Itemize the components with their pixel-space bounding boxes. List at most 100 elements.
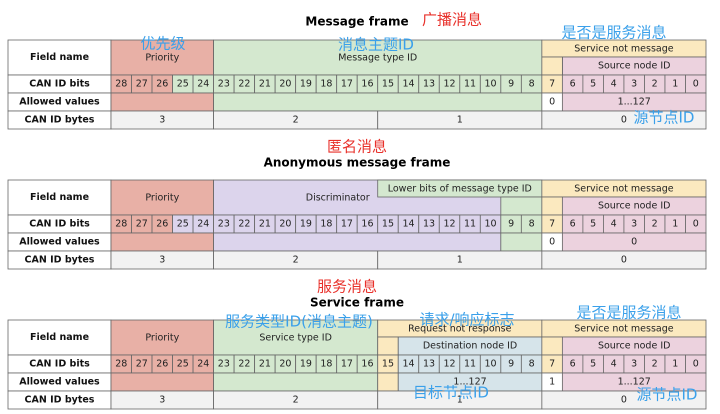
field-priority-label: Priority	[145, 333, 179, 344]
byte-label: 3	[159, 255, 165, 266]
field-service-flag-label: Service not message	[574, 324, 674, 335]
row-label-cell	[7, 319, 112, 356]
byte-label: 2	[293, 255, 299, 266]
byte-label: 3	[159, 115, 165, 126]
bit-label: 26	[156, 359, 168, 370]
bit-label: 16	[361, 219, 373, 230]
bit-label: 12	[443, 359, 455, 370]
bit-label: 1	[672, 359, 678, 370]
bit-label: 27	[136, 219, 148, 230]
bit-label: 2	[652, 79, 658, 90]
bit-label: 1	[672, 79, 678, 90]
bit-label: 19	[300, 219, 312, 230]
bit-label: 12	[443, 219, 455, 230]
bit-label: 5	[590, 219, 596, 230]
bit-label: 8	[529, 79, 535, 90]
bit-label: 26	[156, 79, 168, 90]
bit-label: 11	[464, 359, 476, 370]
bit-label: 8	[529, 359, 535, 370]
bit-label: 17	[341, 359, 353, 370]
bit-label: 27	[136, 79, 148, 90]
annotation-source-id: 源节点ID	[637, 386, 698, 404]
row-label-can-id-bits: CAN ID bits	[29, 79, 90, 90]
allowed-priority	[110, 92, 214, 112]
bit-label: 23	[218, 219, 230, 230]
frame-annotation-cn: 服务消息	[317, 278, 377, 296]
row-label-can-id-bytes: CAN ID bytes	[25, 115, 95, 126]
bit-label: 28	[115, 79, 127, 90]
bit-label: 15	[382, 359, 394, 370]
bit-label: 6	[570, 79, 576, 90]
bit-label: 25	[177, 79, 189, 90]
bit-label: 23	[218, 359, 230, 370]
field-service-flag-label: Service not message	[574, 44, 674, 55]
field-service-type-id	[213, 319, 379, 356]
allowed-dest-value: 1...127	[453, 377, 486, 388]
annotation-service-type-id: 服务类型ID(消息主题)	[225, 313, 373, 331]
row-label-cell	[7, 179, 112, 216]
row-label-cell	[7, 39, 112, 76]
field-service-flag-cell	[541, 56, 563, 76]
field-priority	[110, 179, 214, 216]
bit-label: 10	[485, 359, 497, 370]
row-label-can-id-bits: CAN ID bits	[29, 359, 90, 370]
bit-label: 25	[177, 219, 189, 230]
bit-label: 4	[611, 359, 617, 370]
annotation-type-id: 消息主题ID	[338, 36, 414, 54]
bit-label: 17	[341, 219, 353, 230]
bit-label: 18	[320, 79, 332, 90]
annotation-service-flag: 是否是服务消息	[576, 304, 681, 322]
bit-label: 20	[279, 219, 291, 230]
bit-label: 7	[549, 79, 555, 90]
annotation-source-id: 源节点ID	[634, 109, 695, 127]
bit-label: 27	[136, 359, 148, 370]
allowed-discriminator	[213, 232, 502, 252]
bit-label: 10	[485, 219, 497, 230]
annotation-service-flag: 是否是服务消息	[561, 24, 666, 42]
allowed-bit7-value: 0	[549, 237, 555, 248]
bit-label: 14	[402, 359, 414, 370]
bit-label: 18	[320, 219, 332, 230]
allowed-bit7-value: 1	[549, 377, 555, 388]
bit-label: 3	[631, 219, 637, 230]
byte-label: 1	[457, 255, 463, 266]
bit-label: 0	[693, 359, 699, 370]
bit-label: 16	[361, 359, 373, 370]
bit-label: 4	[611, 79, 617, 90]
field-source-label: Source node ID	[598, 341, 671, 352]
bit-label: 17	[341, 79, 353, 90]
bit-label: 16	[361, 79, 373, 90]
field-lower-bits-tail	[500, 196, 543, 216]
annotation-dest-id: 目标节点ID	[413, 384, 489, 402]
field-request-flag-label: Request not response	[408, 324, 511, 335]
field-request-flag-cell	[377, 336, 399, 356]
bit-label: 1	[672, 219, 678, 230]
allowed-type	[213, 372, 379, 392]
frame-annotation-cn: 匿名消息	[327, 138, 387, 156]
bit-label: 21	[259, 219, 271, 230]
bit-label: 24	[197, 79, 209, 90]
bit-label: 20	[279, 359, 291, 370]
bit-label: 18	[320, 359, 332, 370]
bit-label: 10	[485, 79, 497, 90]
row-label-field-name: Field name	[30, 52, 89, 63]
allowed-type	[213, 92, 543, 112]
byte-cell	[541, 250, 707, 270]
allowed-source-value: 1...127	[618, 97, 651, 108]
bit-label: 20	[279, 79, 291, 90]
bit-label: 5	[590, 359, 596, 370]
bit-label: 13	[423, 219, 435, 230]
allowed-bit7-value: 0	[549, 97, 555, 108]
bit-label: 21	[259, 359, 271, 370]
bit-label: 13	[423, 359, 435, 370]
row-label-field-name: Field name	[30, 192, 89, 203]
bit-label: 15	[382, 79, 394, 90]
bit-label: 5	[590, 79, 596, 90]
bit-label: 4	[611, 219, 617, 230]
bit-label: 9	[508, 219, 514, 230]
bit-label: 11	[464, 79, 476, 90]
bit-label: 6	[570, 219, 576, 230]
bit-label: 19	[300, 79, 312, 90]
field-lower-bits-label: Lower bits of message type ID	[388, 184, 532, 195]
frame-annotation-cn: 广播消息	[422, 11, 482, 29]
